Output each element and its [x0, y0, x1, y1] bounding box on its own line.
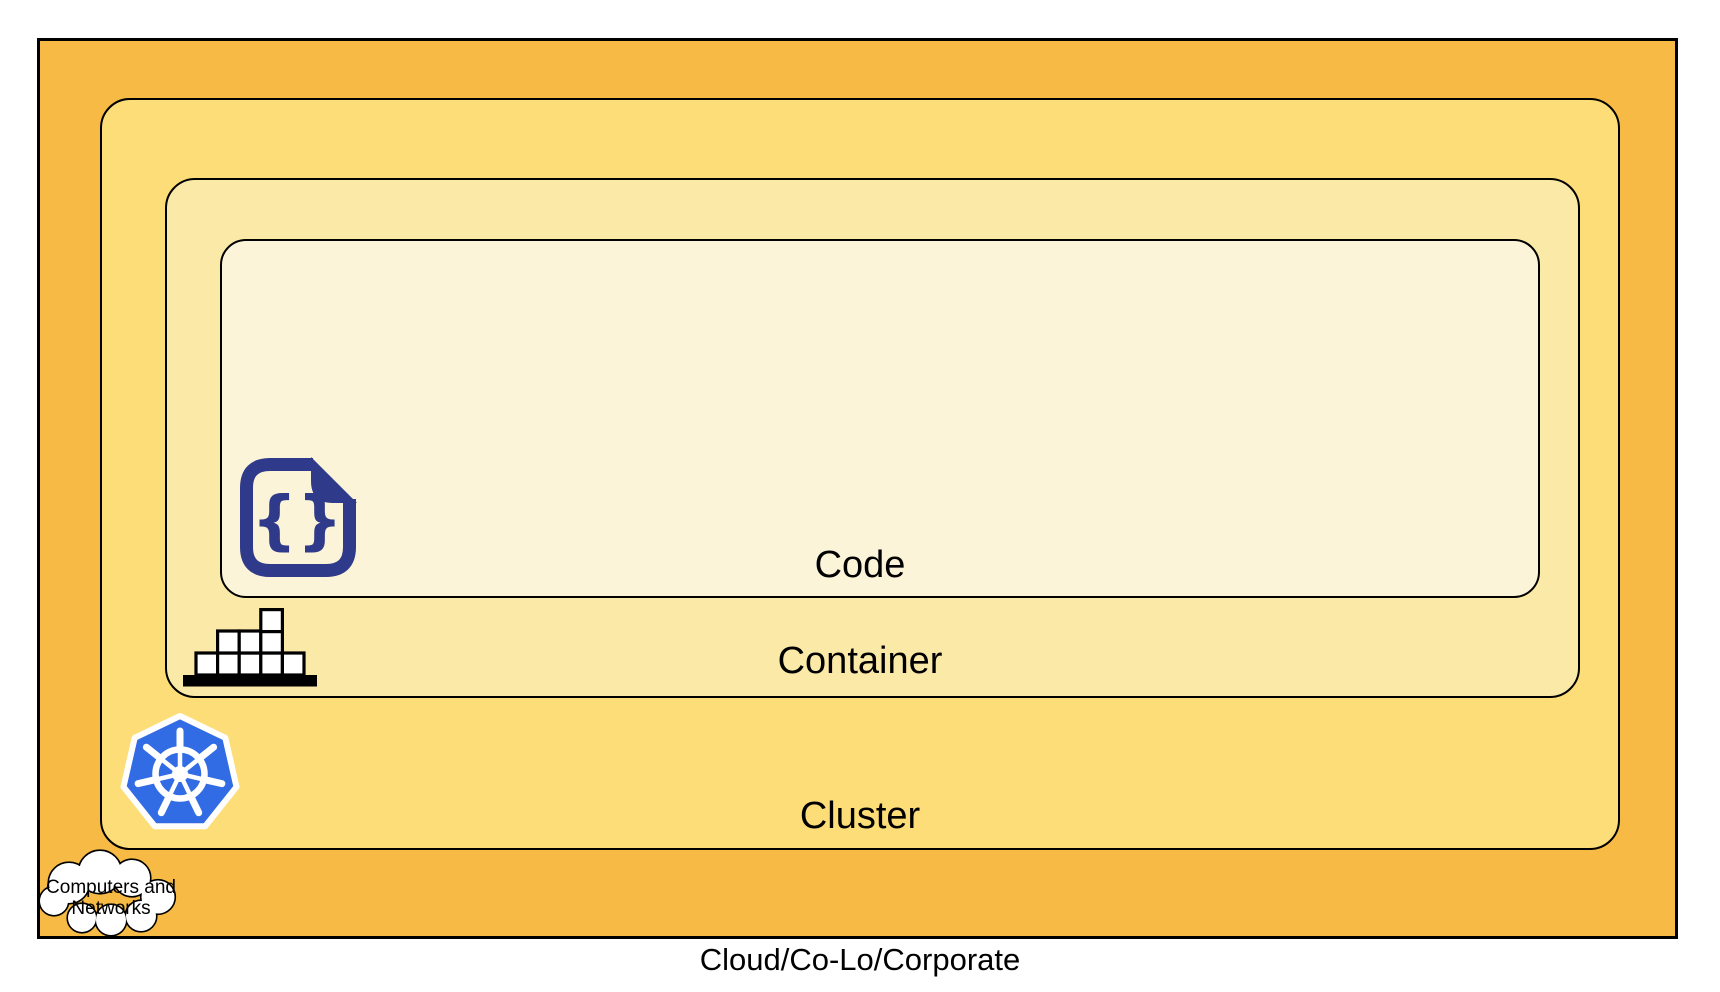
- computers-networks-cloud: Computers and Networks: [38, 849, 177, 937]
- layer-label-datacenter-line1: Cloud/Co-Lo/Corporate: [699, 942, 1021, 977]
- layer-label-code: Code: [814, 544, 906, 586]
- kubernetes-logo: [120, 713, 240, 830]
- layer-box-code: [220, 239, 1540, 598]
- code-file-icon: {}: [240, 457, 357, 577]
- layer-label-datacenter: Cloud/Co-Lo/Corporate Datacenter: [0, 865, 1720, 992]
- cloud-callout-line2: Networks: [71, 898, 150, 919]
- code-braces-glyph: {}: [251, 484, 342, 558]
- container-stack-icon: [183, 608, 317, 687]
- cloud-callout-line1: Computers and: [46, 877, 176, 898]
- layer-label-cluster: Cluster: [799, 795, 921, 837]
- layer-label-container: Container: [777, 640, 943, 682]
